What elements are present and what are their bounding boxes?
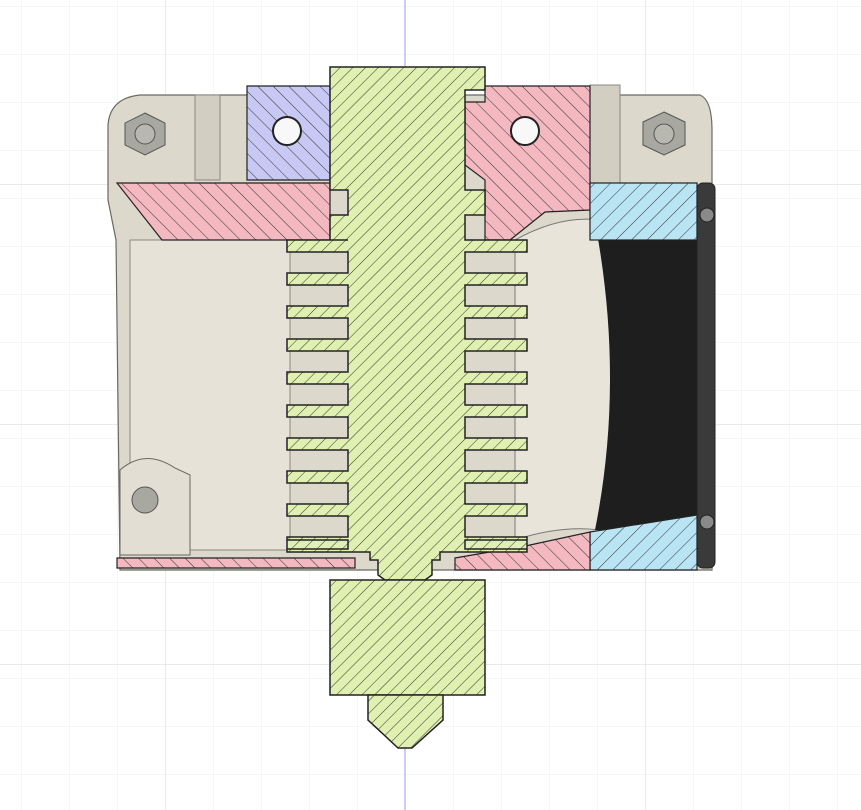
nozzle[interactable] — [367, 694, 444, 749]
screw-icon — [699, 207, 715, 223]
screw-icon — [131, 486, 159, 514]
hole-icon — [510, 116, 540, 146]
heater-block[interactable] — [329, 579, 486, 696]
hotend[interactable] — [286, 66, 528, 749]
fan[interactable] — [514, 182, 716, 569]
hole-icon — [272, 116, 302, 146]
cyan-bracket-top[interactable] — [589, 182, 698, 241]
pink-plate-left[interactable] — [116, 557, 356, 569]
screw-icon — [699, 514, 715, 530]
